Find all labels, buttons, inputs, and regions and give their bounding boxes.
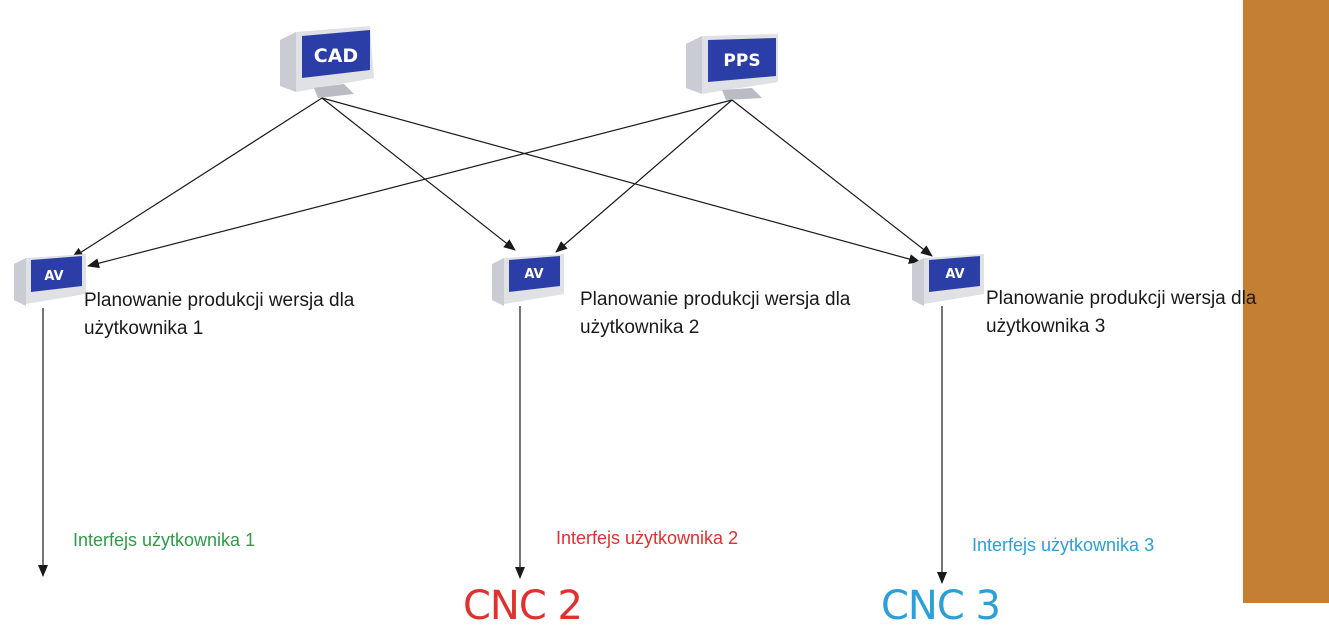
side-accent-bar (1243, 0, 1329, 603)
av1-computer-icon: AV (10, 248, 90, 315)
arrow-cad-to-av2 (321, 97, 516, 251)
arrow-pps-to-av2 (555, 99, 733, 253)
av2-caption: Planowanie produkcji wersja dla użytkown… (580, 286, 850, 342)
av1-caption: Planowanie produkcji wersja dla użytkown… (84, 287, 354, 343)
av1-caption-line1: Planowanie produkcji wersja dla (84, 290, 355, 311)
av3-caption-line2: użytkownika 3 (986, 316, 1106, 337)
av1-label: AV (44, 269, 63, 284)
interface-label-1: Interfejs użytkownika 1 (73, 530, 256, 550)
arrow-pps-to-av3 (731, 99, 933, 257)
pps-computer-icon: PPS (680, 20, 786, 107)
av2-computer-icon: AV (488, 248, 568, 315)
arrow-cad-to-av3 (321, 97, 921, 264)
av3-caption: Planowanie produkcji wersja dla użytkown… (986, 285, 1256, 341)
interface-label-2: Interfejs użytkownika 2 (556, 528, 739, 548)
av2-label: AV (524, 267, 543, 282)
arrow-cad-to-av1 (71, 97, 323, 259)
cad-label: CAD (314, 45, 358, 67)
av1-caption-line2: użytkownika 1 (84, 318, 204, 339)
av2-caption-line1: Planowanie produkcji wersja dla (580, 289, 851, 310)
cad-computer-icon: CAD (274, 18, 380, 105)
av3-computer-icon: AV (908, 248, 988, 315)
cnc-3-label: CNC 3 (881, 583, 1001, 629)
av3-label: AV (945, 267, 964, 282)
interface-label-3: Interfejs użytkownika 3 (972, 535, 1155, 555)
av3-caption-line1: Planowanie produkcji wersja dla (986, 288, 1257, 309)
cnc-2-label: CNC 2 (463, 583, 583, 629)
pps-label: PPS (723, 51, 760, 71)
av2-caption-line2: użytkownika 2 (580, 317, 700, 338)
arrow-pps-to-av1 (87, 99, 733, 269)
